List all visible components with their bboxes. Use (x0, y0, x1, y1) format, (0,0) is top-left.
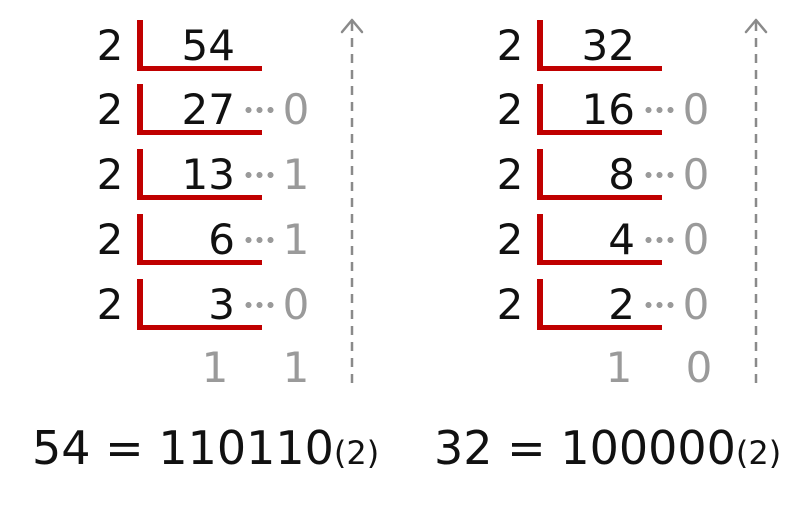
divisor: 2 (496, 85, 524, 134)
dividend: 2 (608, 280, 635, 329)
division-bracket-horizontal (537, 195, 662, 200)
remainder: 1 (282, 215, 310, 264)
division-bracket-horizontal (537, 130, 662, 135)
result-base-subscript: (2) (333, 434, 380, 472)
result-expression: 32 = 100000 (434, 421, 736, 475)
division-bracket-horizontal (137, 130, 262, 135)
division-bracket-vertical (537, 279, 543, 329)
divisor: 2 (96, 85, 124, 134)
final-quotient: 1 (201, 343, 229, 392)
division-row: 2 6 1 (0, 210, 400, 270)
remainder: 0 (282, 85, 310, 134)
left-division-diagram: 2 54 2 27 0 2 13 1 2 6 1 2 3 0 1 1 (0, 0, 400, 420)
division-row: 2 13 1 (0, 145, 400, 205)
division-bracket-vertical (537, 149, 543, 199)
dividend: 32 (581, 21, 635, 70)
divisor: 2 (96, 215, 124, 264)
dividend: 27 (181, 85, 235, 134)
dividend: 6 (208, 215, 235, 264)
dividend: 8 (608, 150, 635, 199)
dashed-up-arrow-icon (744, 18, 768, 386)
remainder: 0 (682, 85, 710, 134)
division-bracket-vertical (137, 149, 143, 199)
division-bracket-horizontal (537, 260, 662, 265)
final-remainder: 1 (282, 343, 310, 392)
division-bracket-horizontal (137, 66, 262, 71)
division-bracket-vertical (537, 20, 543, 70)
division-bracket-horizontal (137, 325, 262, 330)
division-row: 2 32 (400, 16, 800, 76)
final-remainder: 0 (685, 343, 713, 392)
division-row: 2 4 0 (400, 210, 800, 270)
ellipsis-dots-icon (243, 107, 275, 113)
ellipsis-dots-icon (643, 237, 675, 243)
dividend: 4 (608, 215, 635, 264)
dashed-up-arrow-icon (340, 18, 364, 386)
ellipsis-dots-icon (243, 302, 275, 308)
division-bracket-vertical (137, 214, 143, 264)
dividend: 3 (208, 280, 235, 329)
remainder: 0 (682, 215, 710, 264)
final-quotient: 1 (605, 343, 633, 392)
remainder: 0 (682, 150, 710, 199)
right-division-diagram: 2 32 2 16 0 2 8 0 2 4 0 2 2 0 1 0 (400, 0, 800, 420)
division-bracket-horizontal (537, 325, 662, 330)
division-row: 2 8 0 (400, 145, 800, 205)
division-row: 2 27 0 (0, 80, 400, 140)
divisor: 2 (496, 21, 524, 70)
division-row: 2 54 (0, 16, 400, 76)
division-bracket-vertical (137, 20, 143, 70)
ellipsis-dots-icon (643, 302, 675, 308)
division-bracket-vertical (137, 279, 143, 329)
divisor: 2 (96, 280, 124, 329)
dividend: 16 (581, 85, 635, 134)
remainder: 1 (282, 150, 310, 199)
division-bracket-vertical (537, 214, 543, 264)
divisor: 2 (96, 21, 124, 70)
division-row: 2 16 0 (400, 80, 800, 140)
right-result-equation: 32 = 100000(2) (434, 418, 781, 483)
remainder: 0 (282, 280, 310, 329)
result-base-subscript: (2) (735, 434, 782, 472)
divisor: 2 (96, 150, 124, 199)
remainder: 0 (682, 280, 710, 329)
ellipsis-dots-icon (643, 107, 675, 113)
division-bracket-horizontal (137, 260, 262, 265)
ellipsis-dots-icon (643, 172, 675, 178)
ellipsis-dots-icon (243, 237, 275, 243)
divisor: 2 (496, 280, 524, 329)
division-bracket-horizontal (137, 195, 262, 200)
division-bracket-horizontal (537, 66, 662, 71)
dividend: 54 (181, 21, 235, 70)
division-bracket-vertical (537, 84, 543, 134)
dividend: 13 (181, 150, 235, 199)
division-row: 2 3 0 (0, 275, 400, 335)
left-result-equation: 54 = 110110(2) (32, 418, 379, 483)
division-row: 2 2 0 (400, 275, 800, 335)
divisor: 2 (496, 150, 524, 199)
division-bracket-vertical (137, 84, 143, 134)
ellipsis-dots-icon (243, 172, 275, 178)
result-expression: 54 = 110110 (32, 421, 334, 475)
divisor: 2 (496, 215, 524, 264)
